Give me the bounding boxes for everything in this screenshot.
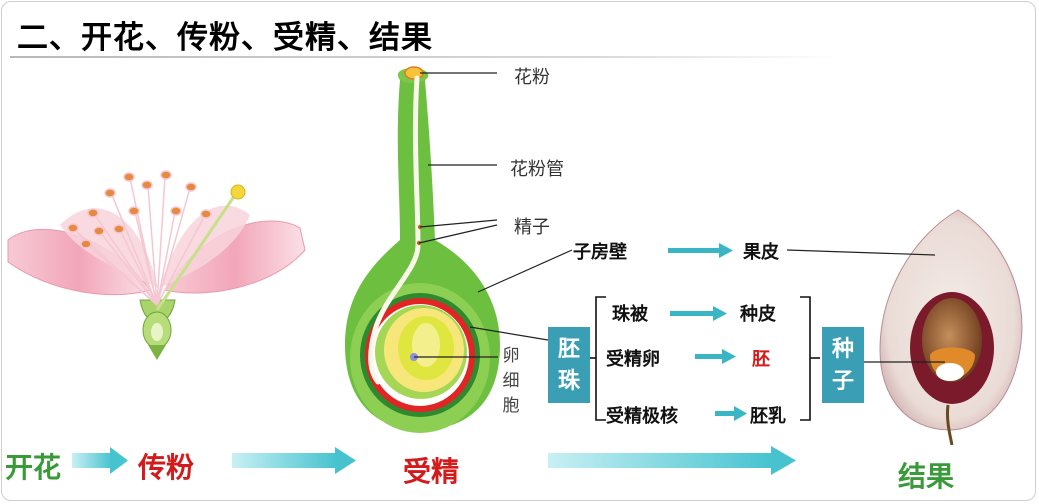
label-embryo: 胚 bbox=[752, 349, 770, 370]
label-zygote: 受精卵 bbox=[606, 349, 660, 370]
label-egg-cell-char-2: 细 bbox=[502, 371, 520, 391]
title-underline bbox=[10, 56, 840, 58]
label-egg-cell-char-3: 胞 bbox=[502, 396, 520, 416]
stage-flowering: 开花 bbox=[5, 451, 62, 484]
label-ovary-wall: 子房壁 bbox=[573, 242, 627, 263]
pistil-illustration bbox=[345, 66, 500, 433]
ovule-box: 胚 珠 bbox=[548, 327, 590, 403]
ovule-box-char-2: 珠 bbox=[557, 368, 580, 394]
stage-arrows bbox=[72, 446, 796, 475]
label-integument: 珠被 bbox=[612, 304, 648, 325]
label-sperm: 精子 bbox=[514, 217, 550, 238]
stage-pollination: 传粉 bbox=[138, 451, 195, 484]
label-seed-coat: 种皮 bbox=[740, 304, 776, 325]
seed-box: 种 子 bbox=[822, 327, 864, 403]
label-fertilized-polar-nuclei: 受精极核 bbox=[606, 406, 678, 427]
stage-arrow-2 bbox=[232, 447, 356, 474]
label-pericarp: 果皮 bbox=[743, 242, 779, 263]
slide-title: 二、开花、传粉、受精、结果 bbox=[17, 20, 433, 56]
flower-illustration bbox=[7, 170, 306, 360]
mapping-arrows bbox=[668, 243, 747, 421]
label-egg-cell: 卵 细 胞 bbox=[501, 344, 521, 419]
arrow-zygote bbox=[695, 349, 736, 364]
stage-fertilization: 受精 bbox=[403, 455, 460, 488]
arrow-integument bbox=[670, 306, 727, 321]
pointer-lines bbox=[414, 72, 945, 363]
stage-arrow-1 bbox=[72, 447, 128, 474]
label-endosperm: 胚乳 bbox=[750, 406, 786, 427]
seed-box-char-2: 子 bbox=[831, 368, 854, 394]
fruit-illustration bbox=[879, 209, 1023, 446]
label-egg-cell-char-1: 卵 bbox=[502, 346, 520, 366]
stage-fruiting: 结果 bbox=[898, 460, 955, 493]
stage-arrow-3 bbox=[548, 446, 796, 475]
ovule-box-char-1: 胚 bbox=[557, 336, 580, 362]
arrow-ovary-wall bbox=[668, 243, 733, 258]
arrow-polar-nuclei bbox=[715, 406, 747, 421]
label-pollen-tube: 花粉管 bbox=[510, 159, 564, 180]
seed-box-char-1: 种 bbox=[831, 336, 854, 362]
label-pollen: 花粉 bbox=[514, 67, 550, 88]
brackets bbox=[590, 296, 820, 421]
